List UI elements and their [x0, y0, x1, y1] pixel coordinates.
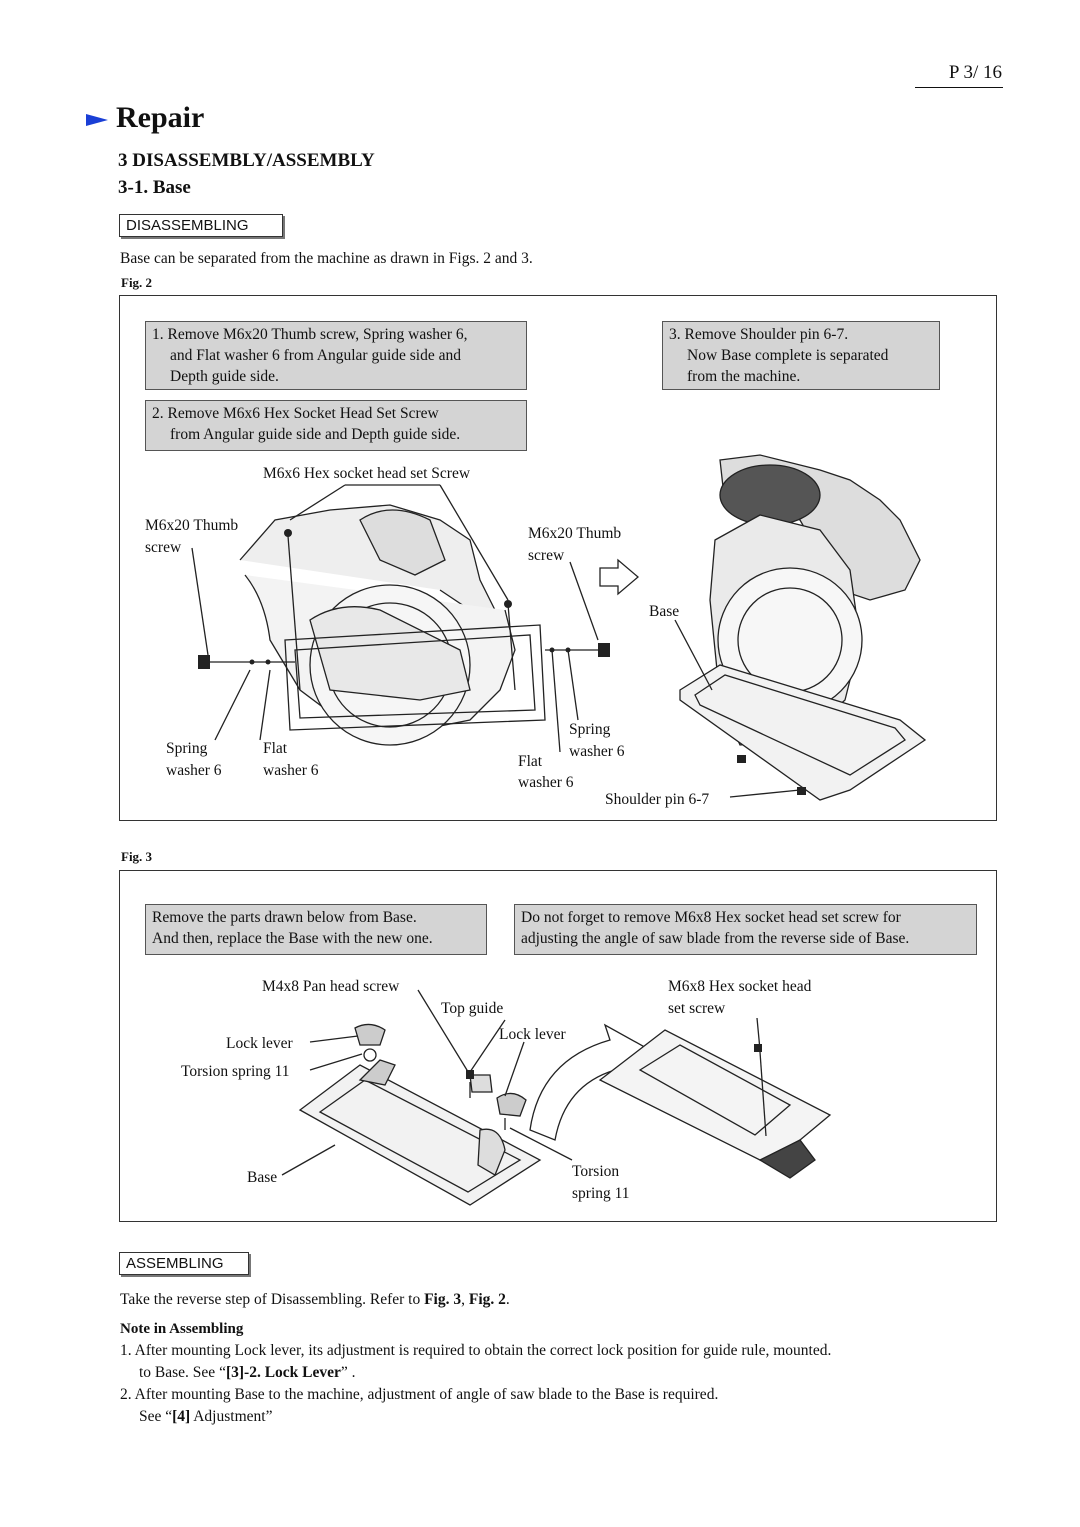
- fig2-step1-box: 1. Remove M6x20 Thumb screw, Spring wash…: [145, 321, 527, 390]
- fig2-step1-line3: Depth guide side.: [170, 368, 279, 385]
- fig3-label-hex-screw-1: M6x8 Hex socket head: [668, 978, 812, 995]
- fig2-label-hex-set-screw: M6x6 Hex socket head set Screw: [263, 465, 471, 482]
- fig3-note-right-line1: Do not forget to remove M6x8 Hex socket …: [521, 909, 901, 926]
- fig3-note-left-line1: Remove the parts drawn below from Base.: [152, 909, 417, 926]
- fig3-illustration: [281, 989, 832, 1206]
- fig2-label-thumb-screw-right-1: M6x20 Thumb: [528, 525, 622, 542]
- fig3-label-base: Base: [247, 1169, 278, 1186]
- assembling-ref-fig3: Fig. 3: [424, 1291, 462, 1308]
- fig2-step3-box: 3. Remove Shoulder pin 6-7. Now Base com…: [662, 321, 940, 390]
- fig3-label-lock-lever-mid: Lock lever: [499, 1026, 566, 1043]
- fig3-label-torsion-spring-left: Torsion spring 11: [181, 1063, 290, 1080]
- assembling-note1-ref: [3]-2. Lock Lever: [225, 1364, 341, 1381]
- assembling-note2-pre: See “: [139, 1408, 173, 1425]
- page-number: P 3/ 16: [948, 62, 1002, 83]
- assembling-intro-prefix: Take the reverse step of Disassembling. …: [120, 1291, 425, 1308]
- fig2-step3-line3: from the machine.: [687, 368, 801, 385]
- page-number-underline: [915, 87, 1003, 88]
- fig2-label: Fig. 2: [121, 275, 153, 290]
- assembling-note1-post: ” .: [340, 1364, 356, 1381]
- assembling-ref-sep: ,: [461, 1291, 469, 1308]
- fig3-label: Fig. 3: [121, 849, 153, 864]
- fig3-note-right-line2: adjusting the angle of saw blade from th…: [521, 930, 910, 947]
- assembling-intro: Take the reverse step of Disassembling. …: [120, 1291, 510, 1309]
- arrow-icon: [86, 114, 108, 127]
- fig2-label-thumb-screw-left-2: screw: [145, 539, 182, 556]
- assembling-note-title: Note in Assembling: [120, 1321, 244, 1337]
- fig3-label-top-guide: Top guide: [441, 1000, 504, 1017]
- fig2-step3-line2: Now Base complete is separated: [687, 347, 889, 364]
- fig3-label-pan-head-screw: M4x8 Pan head screw: [262, 978, 400, 995]
- chapter-heading: 3 DISASSEMBLY/ASSEMBLY: [118, 150, 375, 171]
- fig2-label-shoulder-pin: Shoulder pin 6-7: [605, 791, 710, 808]
- fig2-label-flat-washer-left-1: Flat: [263, 740, 288, 757]
- assembling-note2-line2: See “[4] Adjustment”: [139, 1408, 272, 1426]
- fig2-step3-line1: 3. Remove Shoulder pin 6-7.: [669, 326, 849, 343]
- assembling-ref-fig2: Fig. 2: [468, 1291, 506, 1308]
- section-title-text: Repair: [116, 101, 205, 134]
- assembling-note1-line2: to Base. See “[3]-2. Lock Lever” .: [139, 1364, 356, 1382]
- assembling-intro-suffix: .: [505, 1291, 510, 1308]
- assembling-note2-ref: [4]: [172, 1408, 191, 1425]
- fig2-step1-line1: 1. Remove M6x20 Thumb screw, Spring wash…: [152, 326, 468, 343]
- assembling-note1-pre: to Base. See “: [139, 1364, 226, 1381]
- assembling-note2-post: Adjustment”: [190, 1408, 273, 1425]
- assembling-note1-line1: 1. After mounting Lock lever, its adjust…: [120, 1342, 832, 1359]
- fig3-note-right-box: Do not forget to remove M6x8 Hex socket …: [514, 904, 977, 955]
- fig2-label-flat-washer-right-1: Flat: [518, 753, 543, 770]
- fig2-step2-line1: 2. Remove M6x6 Hex Socket Head Set Screw: [152, 405, 439, 422]
- fig2-step2-box: 2. Remove M6x6 Hex Socket Head Set Screw…: [145, 400, 527, 451]
- fig2-step1-line2: and Flat washer 6 from Angular guide sid…: [170, 347, 461, 364]
- fig2-step2-line2: from Angular guide side and Depth guide …: [170, 426, 461, 443]
- fig2-label-flat-washer-right-2: washer 6: [518, 774, 574, 791]
- fig2-label-thumb-screw-right-2: screw: [528, 547, 565, 564]
- fig3-note-left-line2: And then, replace the Base with the new …: [152, 930, 433, 947]
- fig2-label-spring-washer-right-1: Spring: [569, 721, 611, 738]
- disassembling-tag: DISASSEMBLING: [119, 214, 283, 237]
- fig3-note-left-box: Remove the parts drawn below from Base. …: [145, 904, 487, 955]
- fig3-label-torsion-spring-right-2: spring 11: [572, 1185, 630, 1202]
- fig2-illustration: [191, 454, 927, 801]
- fig2-label-flat-washer-left-2: washer 6: [263, 762, 319, 779]
- fig2-label-spring-washer-right-2: washer 6: [569, 743, 625, 760]
- sub-heading: 3-1. Base: [118, 177, 191, 198]
- fig3-label-hex-screw-2: set screw: [668, 1000, 726, 1017]
- fig2-label-spring-washer-left-1: Spring: [166, 740, 208, 757]
- fig3-label-lock-lever-left: Lock lever: [226, 1035, 293, 1052]
- section-title: Repair: [86, 101, 204, 135]
- assembling-note2-line1: 2. After mounting Base to the machine, a…: [120, 1386, 719, 1403]
- assembling-tag: ASSEMBLING: [119, 1252, 249, 1275]
- fig3-label-torsion-spring-right-1: Torsion: [572, 1163, 620, 1180]
- fig2-label-base: Base: [649, 603, 680, 620]
- disassembling-intro: Base can be separated from the machine a…: [120, 250, 533, 267]
- fig2-label-thumb-screw-left-1: M6x20 Thumb: [145, 517, 239, 534]
- fig2-label-spring-washer-left-2: washer 6: [166, 762, 222, 779]
